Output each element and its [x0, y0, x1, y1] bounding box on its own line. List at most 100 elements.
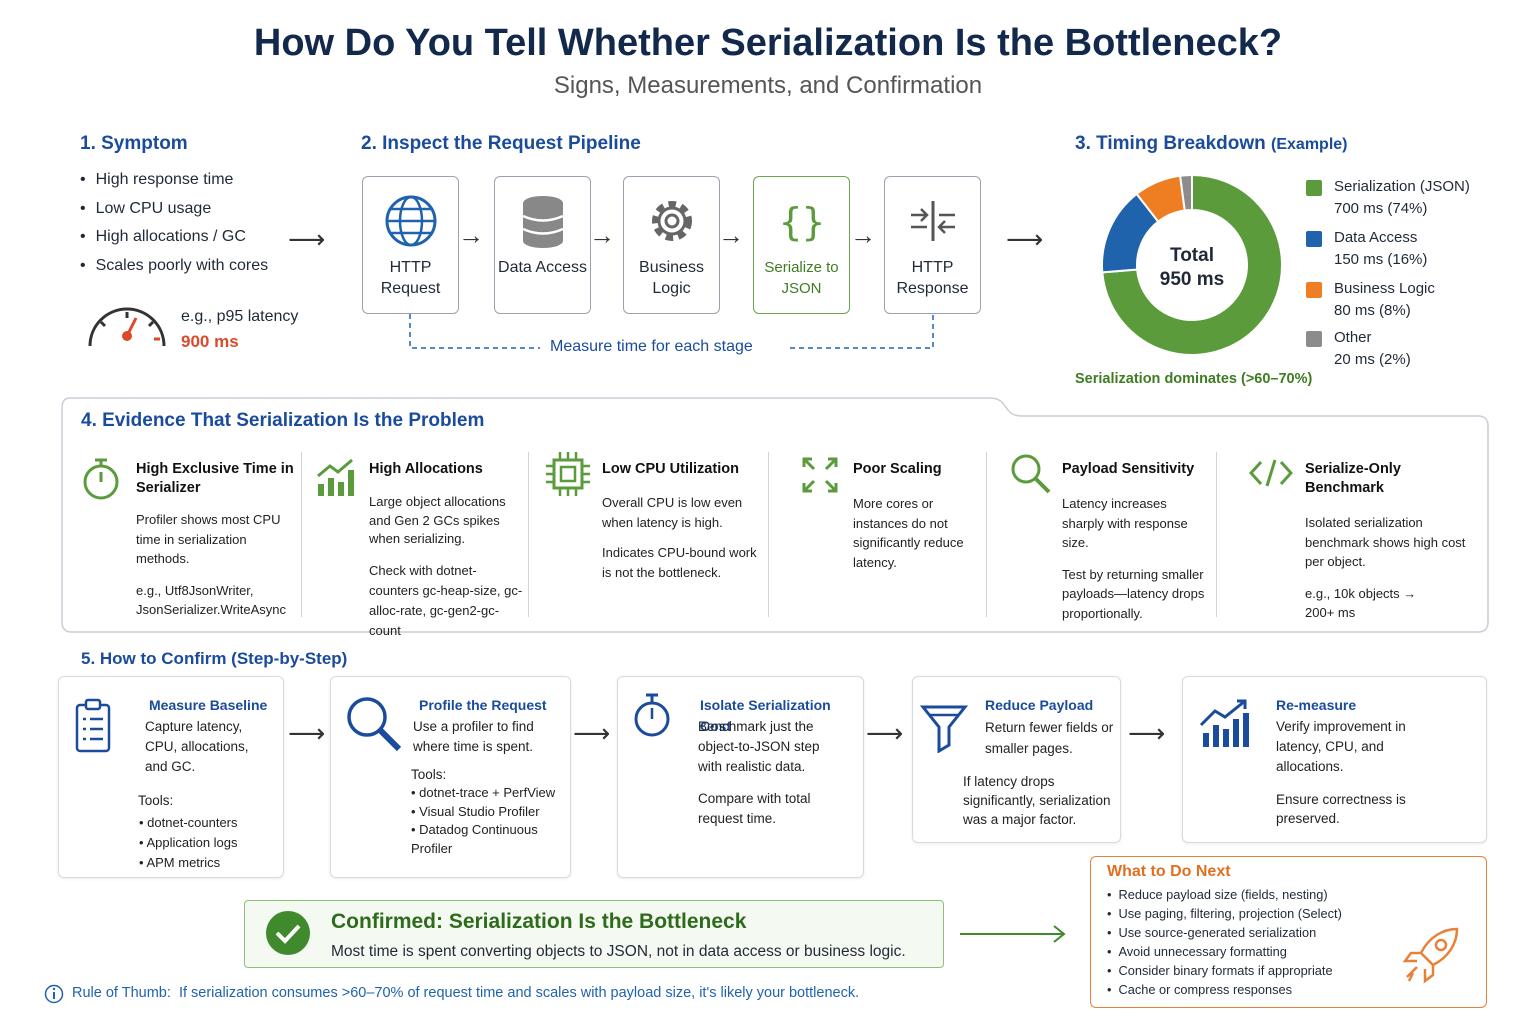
- stopwatch-icon: [83, 458, 119, 500]
- list-item: Consider binary formats if appropriate: [1107, 961, 1486, 980]
- next-title: What to Do Next: [1107, 863, 1231, 880]
- growth-chart-icon: [1199, 699, 1249, 747]
- stage-label: HTTP Request: [380, 259, 441, 297]
- donut-chart: [1101, 173, 1283, 356]
- stopwatch-icon: [634, 693, 670, 737]
- rocket-icon: [1402, 927, 1459, 984]
- step-title: Profile the Request: [419, 697, 547, 713]
- code-icon: [1249, 459, 1293, 487]
- stage-serialize-json: {} Serialize to JSON: [753, 176, 850, 314]
- stage-label: Serialize to JSON: [764, 259, 839, 297]
- magnifier-icon: [347, 697, 402, 752]
- step-card: Reduce Payload Return fewer fields or sm…: [912, 676, 1121, 843]
- step-text: Benchmark just the object-to-JSON step w…: [698, 719, 820, 774]
- evidence-panel: [61, 397, 1489, 633]
- symptom-item: High response time: [80, 166, 268, 195]
- svg-text:{}: {}: [779, 200, 825, 244]
- transfer-icon: [911, 201, 955, 241]
- arrow-icon: ⟶: [573, 718, 611, 748]
- confirm-heading: 5. How to Confirm (Step-by-Step): [81, 649, 348, 668]
- step-text: If latency drops significantly, serializ…: [963, 774, 1111, 827]
- list-item: Cache or compress responses: [1107, 980, 1486, 999]
- tools-label: Tools:: [138, 793, 174, 808]
- bar-chart-icon: [317, 458, 354, 496]
- arrow-icon: ⟶: [288, 718, 326, 748]
- latency-value: 900 ms: [181, 332, 239, 351]
- evidence-heading: 4. Evidence That Serialization Is the Pr…: [81, 410, 485, 431]
- page-title: How Do You Tell Whether Serialization Is…: [253, 22, 1283, 64]
- arrow-icon: ⟶: [1128, 718, 1166, 748]
- symptom-item: High allocations / GC: [80, 223, 268, 252]
- symptom-list: High response time Low CPU usage High al…: [80, 166, 269, 281]
- expand-icon: [802, 457, 838, 493]
- confirmed-text: Most time is spent converting objects to…: [331, 943, 906, 960]
- donut-slice: [1179, 173, 1193, 212]
- pipeline-heading: 2. Inspect the Request Pipeline: [361, 133, 641, 154]
- step-card: Isolate Serialization Cost Benchmark jus…: [617, 676, 864, 878]
- arrow-icon: ⟶: [866, 718, 904, 748]
- latency-label: e.g., p95 latency: [181, 308, 299, 325]
- step-text: Use a profiler to find where time is spe…: [413, 719, 534, 754]
- gear-icon: [652, 201, 692, 241]
- list-item: Reduce payload size (fields, nesting): [1107, 885, 1486, 904]
- arrow-icon: →: [589, 220, 615, 250]
- gauge-icon: [88, 307, 166, 347]
- stage-label: Data Access: [498, 259, 587, 276]
- braces-icon: {}: [779, 200, 825, 244]
- database-icon: [522, 196, 564, 248]
- next-list: Reduce payload size (fields, nesting) Us…: [1107, 885, 1486, 999]
- step-text: Return fewer fields or smaller pages.: [985, 720, 1114, 756]
- confirmed-banner: Confirmed: Serialization Is the Bottlene…: [244, 900, 944, 968]
- search-icon: [1011, 454, 1051, 494]
- rule-of-thumb: Rule of Thumb: If serialization consumes…: [72, 985, 860, 1001]
- stage-http-request: HTTP Request: [362, 176, 459, 314]
- list-item: Avoid unnecessary formatting: [1107, 942, 1486, 961]
- stage-http-response: HTTP Response: [884, 176, 981, 314]
- step-title: Reduce Payload: [985, 697, 1094, 713]
- tools-list: • dotnet-trace + PerfView• Visual Studio…: [411, 785, 556, 856]
- step-text: Ensure correctness is preserved.: [1276, 792, 1406, 826]
- step-card: Profile the Request Use a profiler to fi…: [330, 676, 571, 878]
- step-title: Measure Baseline: [149, 697, 268, 713]
- tools-label: Tools:: [411, 767, 447, 782]
- step-title: Isolate Serialization Cost: [700, 697, 831, 734]
- step-card: Re-measure Verify improvement in latency…: [1182, 676, 1487, 843]
- list-item: Use source-generated serialization: [1107, 923, 1486, 942]
- next-steps-panel: What to Do Next Reduce payload size (fie…: [1090, 856, 1487, 1008]
- arrow-icon: ⟶: [288, 224, 326, 254]
- measure-bracket: [409, 314, 934, 349]
- stage-label: HTTP Response: [896, 259, 969, 297]
- stage-label: Business Logic: [639, 259, 704, 297]
- measure-note: Measure time for each stage: [550, 338, 753, 355]
- arrow-icon: →: [850, 220, 876, 250]
- step-card: Measure Baseline Capture latency, CPU, a…: [58, 676, 284, 878]
- check-circle-icon: [266, 911, 310, 955]
- globe-icon: [385, 195, 437, 247]
- symptom-item: Low CPU usage: [80, 195, 268, 224]
- symptom-item: Scales poorly with cores: [80, 252, 269, 281]
- tools-list: • dotnet-counters• Application logs• APM…: [139, 815, 238, 870]
- confirmed-title: Confirmed: Serialization Is the Bottlene…: [331, 910, 747, 933]
- donut-slice: [1101, 173, 1283, 356]
- cpu-icon: [546, 452, 590, 496]
- arrow-icon: ⟶: [1006, 224, 1044, 254]
- arrow-icon: →: [718, 220, 744, 250]
- arrow-icon: [960, 925, 1066, 943]
- arrow-icon: →: [458, 220, 484, 250]
- timing-footer: Serialization dominates (>60–70%): [1075, 371, 1313, 387]
- filter-icon: [919, 705, 969, 753]
- info-icon: [44, 984, 64, 1004]
- stage-data-access: Data Access: [494, 176, 591, 314]
- step-text: Verify improvement in latency, CPU, and …: [1276, 719, 1406, 774]
- step-title: Re-measure: [1276, 697, 1357, 713]
- list-item: Use paging, filtering, projection (Selec…: [1107, 904, 1486, 923]
- stage-business-logic: Business Logic: [623, 176, 720, 314]
- timing-heading: 3. Timing Breakdown (Example): [1075, 133, 1348, 154]
